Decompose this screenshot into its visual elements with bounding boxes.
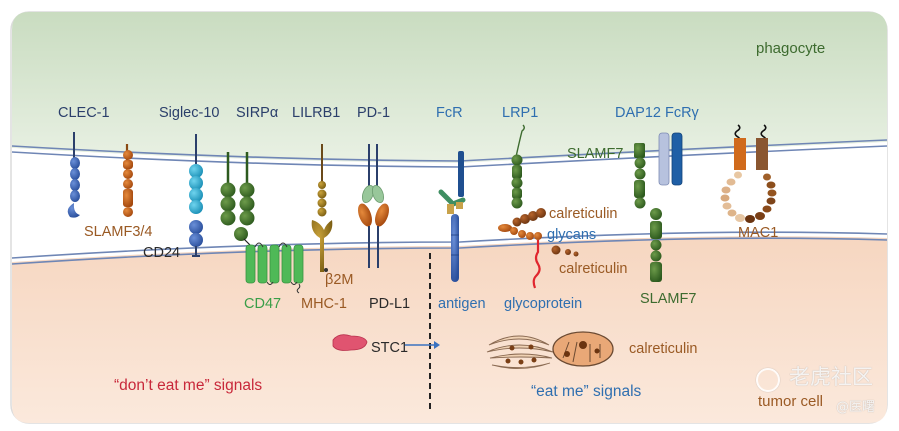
- label-sirpa: SIRPα: [236, 105, 279, 121]
- fcr-receptor: [458, 151, 464, 197]
- label-pd1: PD-1: [357, 105, 391, 121]
- dap12-fcrg-receptor: [658, 132, 683, 186]
- glycoprotein-ligand: [532, 240, 541, 289]
- lrp1-receptor: [511, 124, 525, 209]
- eat-me-signals-label: “eat me” signals: [531, 383, 642, 400]
- stc1-arrow: [405, 341, 440, 349]
- label-dap12-fcrg: DAP12 FcRγ: [615, 105, 699, 121]
- label-lilrb1: LILRB1: [292, 105, 341, 121]
- mhc1-ligand: [311, 220, 333, 272]
- cd47-ligand: [245, 242, 304, 294]
- label-fcr: FcR: [436, 105, 463, 121]
- watermark-text: 老虎社区: [789, 365, 873, 389]
- label-mhc1: MHC-1: [301, 296, 347, 312]
- lilrb1-receptor: [317, 144, 327, 217]
- label-slamf7-receptor: SLAMF7: [567, 146, 624, 162]
- label-slamf34: SLAMF3/4: [84, 224, 153, 240]
- glycans: [498, 224, 542, 240]
- label-pdl1: PD-L1: [369, 296, 411, 312]
- siglec10-receptor: [189, 134, 203, 214]
- tumor-region: [12, 236, 887, 423]
- antibody: [438, 189, 466, 214]
- watermark-subtext: @医曙: [836, 400, 876, 415]
- label-stc1: STC1: [371, 340, 409, 356]
- label-glycans: glycans: [547, 227, 597, 243]
- label-calreticulin-bound: calreticulin: [549, 206, 618, 222]
- pd1-receptor: [361, 144, 385, 204]
- label-lrp1: LRP1: [502, 105, 539, 121]
- mac1-receptor: [720, 124, 777, 223]
- label-calreticulin-organelle: calreticulin: [629, 341, 698, 357]
- label-clec1: CLEC-1: [58, 105, 110, 121]
- slamf34-receptor: [123, 144, 133, 217]
- label-slamf7-ligand: SLAMF7: [640, 291, 697, 307]
- label-glycoprotein: glycoprotein: [504, 296, 583, 312]
- label-b2m: β2M: [325, 272, 354, 288]
- sirpa-receptor: [220, 152, 255, 246]
- tumor-membrane: [11, 231, 888, 265]
- calreticulin-bound: [512, 208, 546, 227]
- label-cd24: CD24: [143, 245, 181, 261]
- pdl1-ligand: [358, 203, 389, 268]
- label-cd47: CD47: [244, 296, 282, 312]
- label-calreticulin-free: calreticulin: [559, 261, 628, 277]
- stc1-protein: [332, 334, 368, 351]
- slamf7-ligand: [650, 208, 662, 282]
- label-antigen: antigen: [438, 296, 486, 312]
- mitochondrion-organelle: [552, 331, 614, 367]
- antigen-ligand: [451, 214, 459, 282]
- phagocyte-region: [12, 12, 887, 163]
- label-mac1: MAC1: [738, 225, 779, 241]
- clec1-receptor: [67, 132, 80, 218]
- watermark-logo-icon: [756, 368, 780, 392]
- calreticulin-free: [551, 245, 579, 257]
- region-label-phagocyte: phagocyte: [756, 40, 826, 57]
- region-label-tumor-cell: tumor cell: [758, 393, 824, 410]
- cd24-ligand: [189, 220, 203, 257]
- label-siglec10: Siglec-10: [159, 105, 220, 121]
- dont-eat-me-signals-label: “don’t eat me” signals: [114, 377, 263, 394]
- slamf7-receptor: [634, 143, 646, 209]
